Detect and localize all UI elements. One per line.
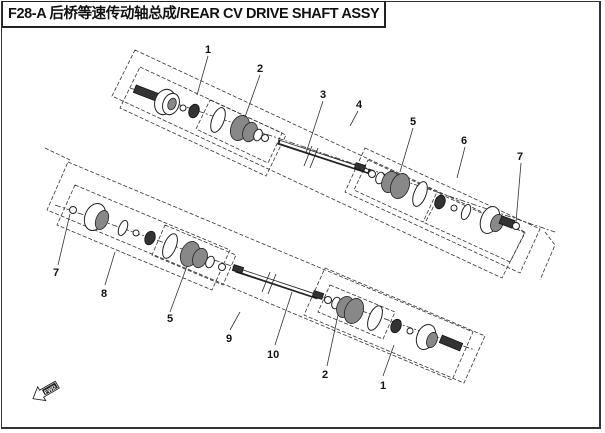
cv-boot-lower-left — [179, 241, 215, 269]
group-box-6 — [344, 147, 541, 274]
group-box-5 — [353, 159, 438, 223]
small-clamp-upper-left — [261, 134, 269, 142]
snap-ring-lower-7 — [69, 206, 77, 214]
callout-10-lower: 10 — [267, 349, 279, 361]
group-box-8 — [56, 184, 231, 291]
group-box-1-lower — [303, 267, 486, 384]
bracket-connector — [44, 147, 71, 161]
inner-cv-joint-lower — [83, 202, 110, 232]
callout-9-lower: 9 — [226, 333, 232, 345]
outer-cv-joint-lower — [415, 323, 464, 352]
group-box-5-lower — [151, 224, 237, 286]
callout-4-upper: 4 — [356, 99, 363, 111]
small-clamp-lower-right — [324, 296, 332, 304]
group-box-2-lower — [317, 284, 396, 340]
outer-cv-joint-upper — [132, 84, 180, 116]
circlip-upper-left — [179, 104, 187, 112]
group-box-1 — [119, 66, 287, 177]
circlip-lower-left — [132, 229, 140, 237]
bearing-cage-lower-left — [144, 230, 156, 246]
callout-1-lower: 1 — [380, 380, 386, 392]
cv-boot-lower-right — [331, 295, 365, 324]
snap-ring-upper-7 — [512, 222, 520, 230]
bearing-cage-upper-right — [434, 194, 446, 210]
o-ring-upper-right — [460, 203, 472, 221]
boot-clamp-upper-right — [412, 181, 428, 207]
boot-clamp-lower-left — [162, 233, 178, 259]
group-box-9 — [46, 161, 474, 381]
small-clamp-lower-left — [218, 263, 226, 271]
upper-shaft-assembly: 1 2 3 4 5 6 7 — [111, 44, 556, 279]
callout-2-upper: 2 — [257, 63, 263, 75]
shaft-upper — [277, 139, 371, 175]
small-clamp-upper-right — [368, 170, 376, 178]
boot-clamp-upper-left — [210, 107, 226, 133]
cv-boot-upper-right — [375, 170, 411, 199]
cv-boot-upper-left — [229, 115, 263, 143]
fwd-label: FWD — [44, 385, 58, 396]
page-title: F28-A 后桥等速传动轴总成/REAR CV DRIVE SHAFT ASSY — [2, 1, 387, 28]
circlip-lower-right — [406, 327, 414, 335]
callout-6-upper: 6 — [461, 135, 467, 147]
circlip-upper-right — [450, 204, 458, 212]
shaft-lower — [231, 264, 325, 300]
bracket-connector-right — [539, 231, 556, 281]
bearing-cage-upper-left — [188, 103, 200, 119]
fwd-direction-arrow-icon: FWD — [32, 380, 60, 402]
lower-shaft-assembly: 7 8 5 9 10 2 1 — [44, 147, 556, 392]
axis-centerline — [129, 87, 556, 233]
inner-cv-joint-upper — [479, 206, 516, 234]
boot-clamp-lower-right — [367, 305, 383, 331]
callout-5-lower: 5 — [167, 313, 173, 325]
callout-5-upper: 5 — [410, 116, 416, 128]
callout-7-lower: 7 — [53, 267, 59, 279]
group-box-4 — [111, 49, 526, 279]
callout-8-lower: 8 — [101, 288, 107, 300]
callout-3-upper: 3 — [320, 89, 326, 101]
callout-1-upper: 1 — [205, 44, 211, 56]
callout-2-lower: 2 — [322, 369, 328, 381]
callout-7-upper: 7 — [517, 151, 523, 163]
o-ring-lower-left — [117, 219, 129, 237]
bearing-cage-lower-right — [390, 318, 402, 334]
